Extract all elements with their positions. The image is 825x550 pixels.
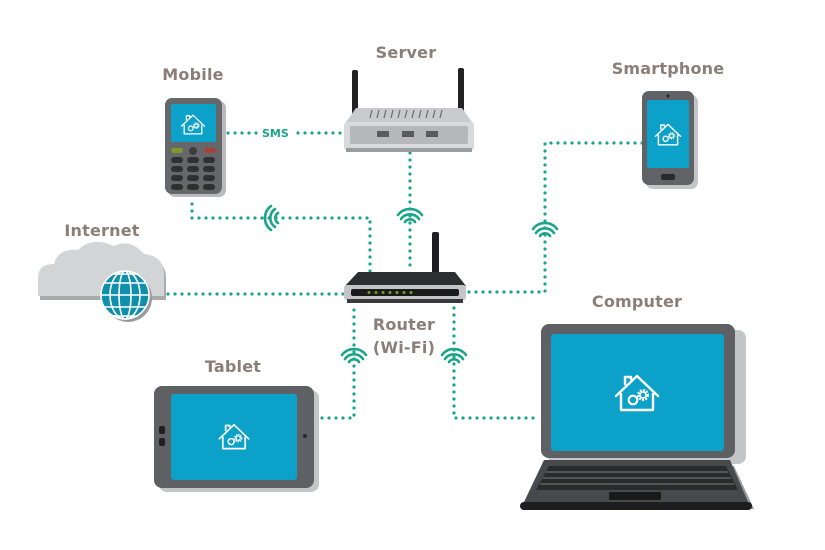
mobile-label: Mobile <box>162 65 223 84</box>
wifi-signal-server-icon <box>396 207 424 224</box>
wifi-signal-mobile-icon <box>263 204 280 232</box>
connection-lines <box>166 131 644 420</box>
server-label: Server <box>376 43 437 62</box>
tablet-icon <box>154 386 319 492</box>
connection-tablet-router <box>320 306 356 420</box>
mobile-node[interactable]: Mobile <box>162 65 226 197</box>
connection-mobile-router <box>190 202 372 274</box>
tablet-node[interactable]: Tablet <box>154 357 319 492</box>
internet-node[interactable]: Internet <box>38 221 166 322</box>
laptop-icon <box>520 324 754 510</box>
sms-label: SMS <box>262 127 289 140</box>
computer-node[interactable]: Computer <box>520 292 754 510</box>
wireless-server-icon <box>344 68 474 152</box>
smartphone-label: Smartphone <box>612 59 725 78</box>
smartphone-node[interactable]: Smartphone <box>612 59 725 189</box>
router-label-line1: Router <box>373 315 435 334</box>
wifi-router-icon <box>344 232 466 303</box>
router-node[interactable]: Router (Wi-Fi) <box>344 232 466 357</box>
connection-smartphone-router <box>463 141 644 294</box>
wifi-signal-smartphone-icon <box>531 221 559 238</box>
server-node[interactable]: Server <box>344 43 474 152</box>
feature-phone-icon <box>165 98 226 197</box>
tablet-label: Tablet <box>205 357 261 376</box>
computer-label: Computer <box>592 292 682 311</box>
connection-computer-router <box>452 306 542 420</box>
internet-label: Internet <box>64 221 139 240</box>
router-label-line2: (Wi-Fi) <box>373 338 435 357</box>
smartphone-icon <box>642 91 698 189</box>
cloud-globe-icon <box>38 241 166 322</box>
